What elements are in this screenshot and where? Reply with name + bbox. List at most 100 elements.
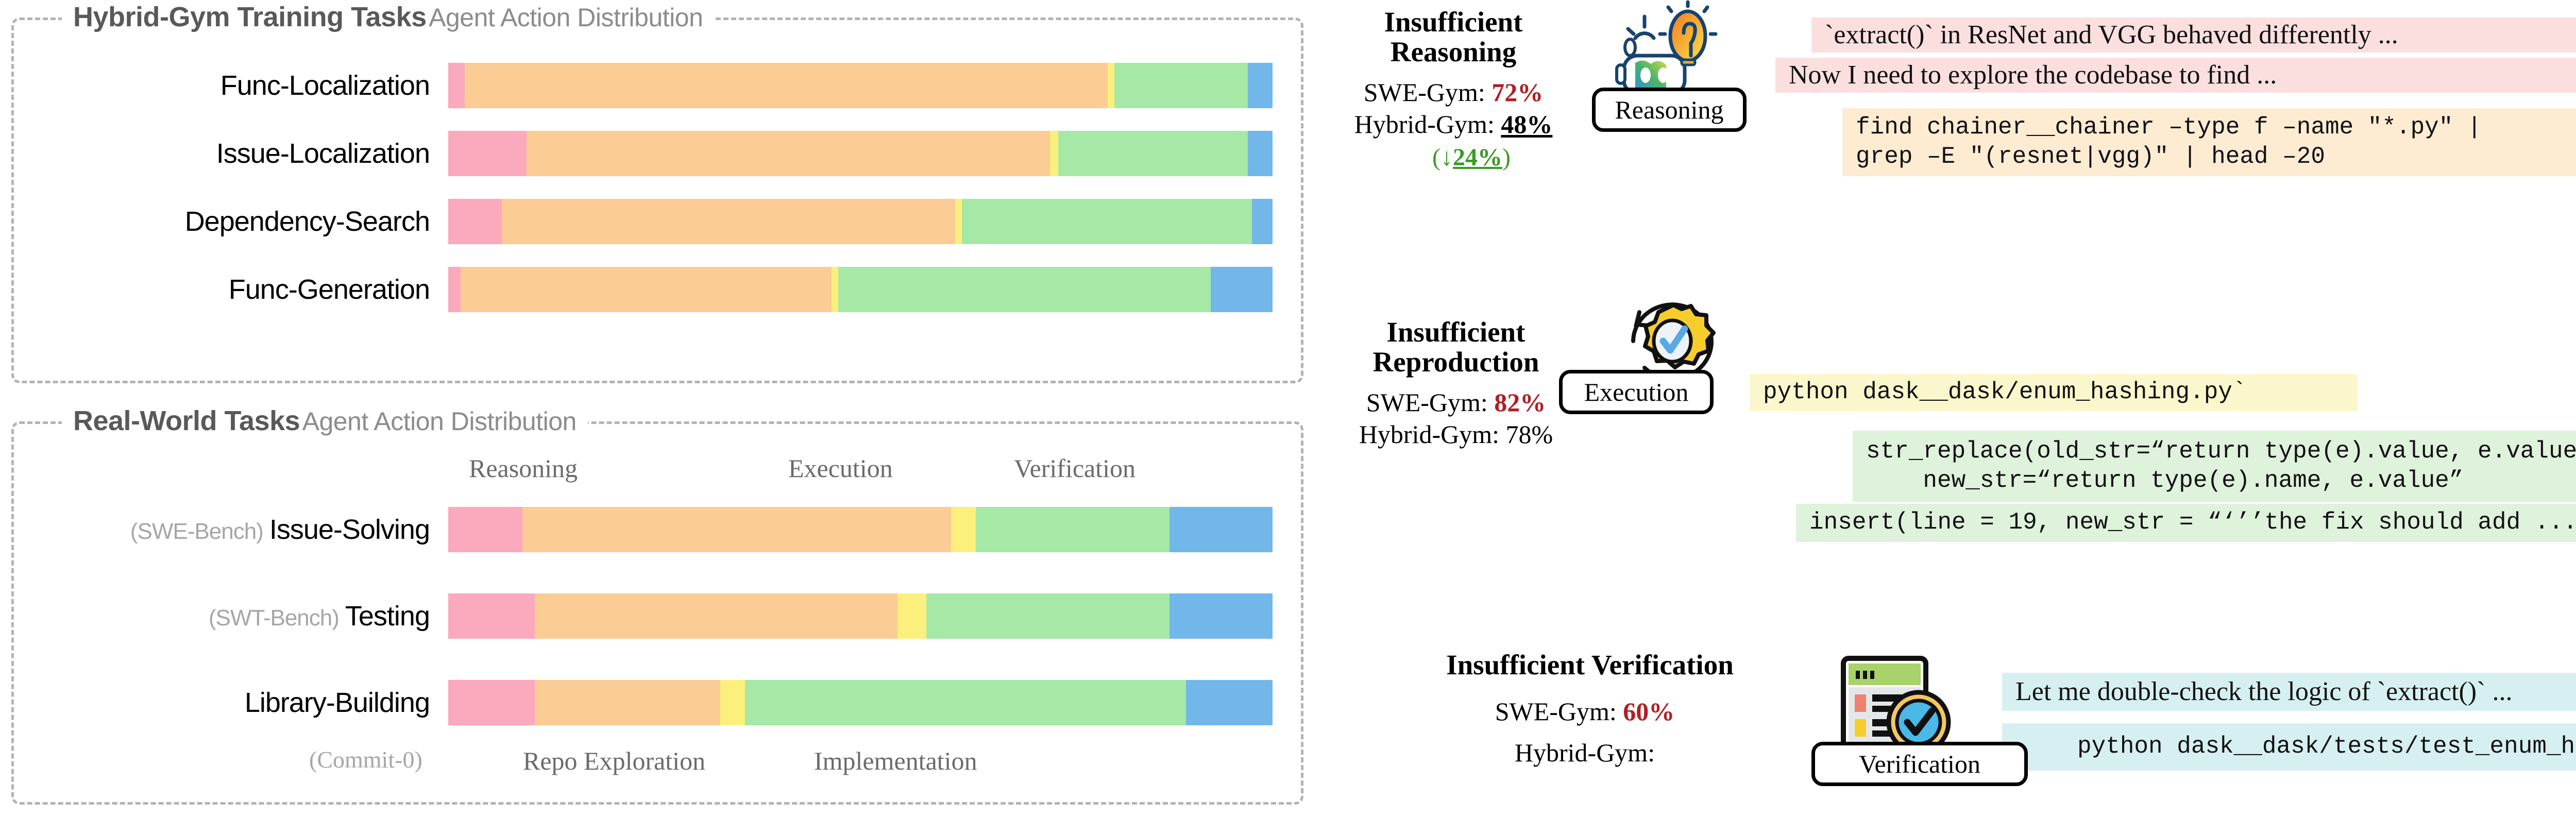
gear-check-icon: [1616, 292, 1729, 384]
legend-label-implementation: Implementation: [814, 746, 977, 775]
snippet-box-reasoning-line1: `extract()` in ResNet and VGG behaved di…: [1811, 18, 2576, 53]
table-row: Library-Building: [21, 659, 1293, 746]
stat-hybrid-gym-verification: Hybrid-Gym:: [1389, 738, 1781, 768]
real-world-title-strong: Real-World Tasks: [73, 405, 300, 436]
pill-execution[interactable]: Execution: [1559, 370, 1714, 414]
bar-seg-reasoning: [448, 267, 461, 312]
bar-seg-execution: [897, 593, 926, 639]
bar-seg-verification: [1251, 199, 1273, 244]
snippet-text-line1: find chainer__chainer –type f –name "*.p…: [1856, 113, 2482, 141]
delta-reasoning: (↓24%): [1363, 143, 1580, 172]
bar-seg-implementation: [745, 680, 1186, 725]
bar-seg-repo-exploration: [461, 267, 832, 312]
snippet-box-file-editing-top: str_replace(old_str=“return type(e).valu…: [1853, 431, 2576, 502]
bar-seg-implementation: [976, 507, 1170, 552]
stacked-bar-testing: [448, 593, 1273, 639]
bar-sublabel-commit-0: (Commit-0): [309, 746, 422, 773]
stat-value: 78%: [1505, 420, 1553, 449]
stat-value: 82%: [1494, 388, 1546, 417]
stat-swe-gym-reasoning: SWE-Gym: 72%: [1322, 77, 1585, 108]
stacked-bar-issue-localization: [448, 131, 1273, 176]
stat-value: 60%: [1623, 697, 1675, 726]
bar-sublabel-swt-bench: (SWT-Bench): [208, 605, 340, 631]
bar-seg-execution: [720, 680, 745, 725]
stat-label: SWE-Gym:: [1366, 388, 1488, 417]
legend-bottom-row: (Commit-0) Repo Exploration Implementati…: [21, 746, 1293, 787]
snippet-box-reproduction: python dask__dask/enum_hashing.py`: [1750, 374, 2358, 411]
hybrid-gym-bar-chart: Func-Localization Issue-Localization: [21, 52, 1293, 376]
delta-value: 24%: [1453, 144, 1502, 171]
delta-close: ): [1502, 144, 1511, 171]
pill-reasoning[interactable]: Reasoning: [1592, 88, 1747, 132]
table-row: (SWE-Bench)Issue-Solving: [21, 486, 1293, 573]
bar-seg-verification: [1170, 593, 1273, 639]
snippet-text: Let me double-check the logic of `extrac…: [2015, 676, 2513, 706]
bar-seg-execution: [832, 267, 838, 312]
snippet-box-exploration: find chainer__chainer –type f –name "*.p…: [1842, 108, 2576, 176]
snippet-text: Now I need to explore the codebase to fi…: [1789, 60, 2277, 90]
stat-label: SWE-Gym:: [1495, 697, 1617, 726]
snippet-text-line2: new_str=“return type(e).name, e.value”: [1866, 467, 2464, 494]
bar-label-library-building: Library-Building: [21, 687, 448, 719]
block-title-insufficient-reasoning: Insufficient Reasoning: [1384, 6, 1523, 68]
stat-value: 72%: [1492, 78, 1544, 107]
bar-seg-implementation: [1114, 63, 1248, 108]
left-charts-column: Hybrid-Gym Training Tasks Agent Action D…: [11, 3, 1303, 805]
real-world-panel-border: [11, 421, 1303, 805]
snippet-box-verification-line2: python dask__dask/tests/test_enum_hashin…: [2002, 723, 2576, 771]
bar-label-dependency-search: Dependency-Search: [184, 206, 430, 237]
bar-seg-reasoning: [448, 199, 502, 244]
bar-seg-implementation: [838, 267, 1211, 312]
stat-hybrid-gym-reasoning: Hybrid-Gym: 48%: [1322, 109, 1585, 140]
table-row: Dependency-Search: [21, 188, 1293, 256]
snippet-text: `extract()` in ResNet and VGG behaved di…: [1825, 20, 2398, 49]
right-failure-modes-column: Insufficient Reasoning SWE-Gym: 72% Hybr…: [1317, 0, 2576, 817]
bar-seg-reasoning: [448, 63, 465, 108]
bar-seg-repo-exploration: [502, 199, 955, 244]
stat-label: Hybrid-Gym:: [1359, 420, 1500, 449]
snippet-text-line1: str_replace(old_str=“return type(e).valu…: [1866, 437, 2576, 465]
snippet-text: python dask__dask/enum_hashing.py`: [1763, 379, 2247, 406]
stat-label: Hybrid-Gym:: [1354, 110, 1495, 139]
delta-open: (↓: [1432, 144, 1453, 171]
bar-seg-repo-exploration: [522, 507, 951, 552]
bar-seg-implementation: [926, 593, 1170, 639]
real-world-panel-title: Real-World Tasks Agent Action Distributi…: [62, 407, 588, 435]
bar-label-text: Library-Building: [244, 687, 430, 718]
bar-label-issue-localization: Issue-Localization: [216, 138, 430, 169]
stat-swe-gym-reproduction: SWE-Gym: 82%: [1317, 387, 1595, 418]
stat-label: Hybrid-Gym:: [1514, 738, 1655, 767]
bar-label-func-generation: Func-Generation: [228, 274, 430, 305]
table-row: Issue-Localization: [21, 120, 1293, 188]
bar-seg-reasoning: [448, 507, 522, 552]
table-row: (SWT-Bench)Testing: [21, 573, 1293, 659]
bar-seg-verification: [1210, 267, 1273, 312]
table-row: Func-Generation: [21, 256, 1293, 324]
legend-label-execution: Execution: [788, 454, 893, 483]
bar-label-text: Testing: [345, 601, 430, 632]
stacked-bar-library-building: [448, 680, 1273, 725]
hybrid-gym-title-light: Agent Action Distribution: [429, 3, 703, 32]
bar-seg-implementation: [1058, 131, 1248, 176]
bar-seg-repo-exploration: [535, 593, 897, 639]
stacked-bar-issue-solving: [448, 507, 1273, 552]
snippet-box-reasoning-line2: Now I need to explore the codebase to fi…: [1775, 58, 2576, 93]
bar-label-issue-solving: (SWE-Bench)Issue-Solving: [21, 514, 448, 546]
bar-label-text: Issue-Solving: [269, 514, 430, 545]
legend-label-verification: Verification: [1014, 454, 1136, 483]
stat-label: SWE-Gym:: [1363, 78, 1485, 107]
stat-swe-gym-verification: SWE-Gym: 60%: [1389, 696, 1781, 727]
bar-seg-repo-exploration: [465, 63, 1108, 108]
real-world-bar-chart: Reasoning Execution Verification (SWE-Be…: [21, 453, 1293, 793]
legend-top-row: Reasoning Execution Verification: [21, 453, 1293, 486]
bar-seg-verification: [1186, 680, 1273, 725]
stat-value: 48%: [1501, 110, 1553, 139]
bar-sublabel-swe-bench: (SWE-Bench): [130, 519, 264, 544]
legend-label-repo-exploration: Repo Exploration: [523, 746, 706, 775]
legend-label-reasoning: Reasoning: [469, 454, 578, 483]
snippet-text-line3: insert(line = 19, new_str = “‘’’the fix …: [1809, 509, 2576, 536]
stacked-bar-func-localization: [448, 63, 1273, 108]
snippet-box-file-editing-bottom: insert(line = 19, new_str = “‘’’the fix …: [1796, 504, 2576, 542]
pill-verification[interactable]: Verification: [1811, 742, 2028, 786]
